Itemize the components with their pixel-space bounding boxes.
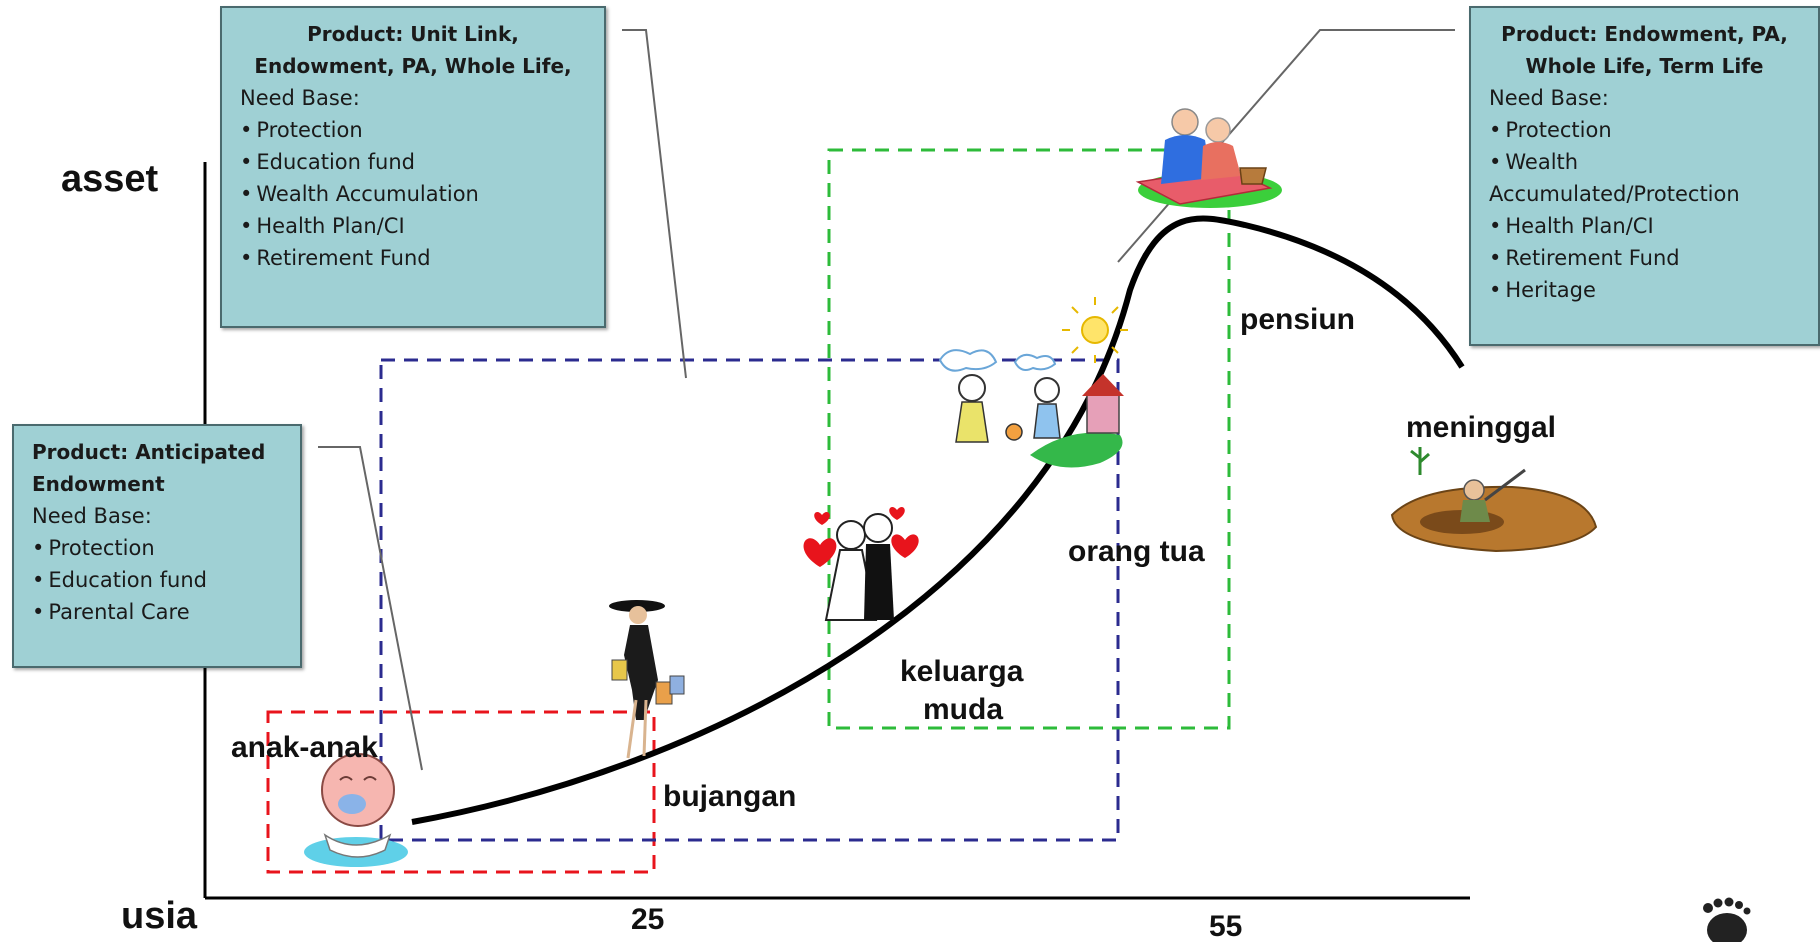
box-left-title-2: Endowment <box>32 472 165 496</box>
box-right-title-2: Whole Life, Term Life <box>1525 54 1764 78</box>
box-right-item: Protection <box>1489 114 1818 146</box>
x-tick-25: 25 <box>631 903 665 936</box>
box-left-item: Education fund <box>32 564 300 596</box>
x-axis-label: usia <box>121 895 198 937</box>
stage-label-meninggal: meninggal <box>1406 411 1557 444</box>
box-left-need: Need Base: <box>32 504 152 528</box>
grave-digger-icon <box>1390 447 1598 553</box>
box-right-item: Health Plan/CI <box>1489 210 1818 242</box>
box-right-title-1: Product: Endowment, PA, <box>1501 22 1788 46</box>
box-mid-need: Need Base: <box>240 86 360 110</box>
box-right-item-continued: Accumulated/Protection <box>1489 182 1740 206</box>
box-mid-item: Health Plan/CI <box>240 210 604 242</box>
blue-dashed-region <box>379 358 1120 842</box>
red-dashed-region <box>266 710 656 874</box>
callout-line-mid <box>622 29 687 379</box>
box-mid-title-2: Endowment, PA, Whole Life, <box>254 54 572 78</box>
callout-line-left <box>318 446 423 771</box>
footprint-icon <box>1703 897 1751 942</box>
green-dashed-region <box>827 148 1231 730</box>
box-left-item: Parental Care <box>32 596 300 628</box>
box-mid-item: Protection <box>240 114 604 146</box>
stage-label-muda: muda <box>923 693 1004 726</box>
box-mid-item: Retirement Fund <box>240 242 604 274</box>
family-drawing-icon <box>938 297 1128 468</box>
box-mid-item: Education fund <box>240 146 604 178</box>
product-box-unit-link: Product: Unit Link, Endowment, PA, Whole… <box>220 6 606 328</box>
shopping-woman-icon <box>609 600 685 759</box>
box-right-item: Wealth <box>1489 146 1818 178</box>
product-box-endowment: Product: Endowment, PA, Whole Life, Term… <box>1469 6 1820 346</box>
box-right-item: Heritage <box>1489 274 1818 306</box>
x-tick-55: 55 <box>1209 910 1243 943</box>
box-left-title-1: Product: Anticipated <box>32 440 266 464</box>
stage-label-orang-tua: orang tua <box>1068 535 1205 568</box>
box-right-item: Retirement Fund <box>1489 242 1818 274</box>
box-left-item: Protection <box>32 532 300 564</box>
box-right-need: Need Base: <box>1489 86 1609 110</box>
retired-couple-picnic-icon <box>1135 108 1282 208</box>
box-mid-title-1: Product: Unit Link, <box>307 22 519 46</box>
y-axis-label: asset <box>61 158 159 200</box>
stage-label-pensiun: pensiun <box>1240 303 1356 336</box>
stage-label-keluarga: keluarga <box>900 655 1024 688</box>
crying-baby-icon <box>304 753 408 867</box>
stage-label-bujangan: bujangan <box>663 780 797 813</box>
box-mid-item: Wealth Accumulation <box>240 178 604 210</box>
asset-life-curve <box>411 215 1465 825</box>
product-box-anticipated-endowment: Product: Anticipated Endowment Need Base… <box>12 424 302 668</box>
wedding-couple-icon <box>803 507 919 621</box>
stage-label-anak-anak: anak-anak <box>231 731 378 764</box>
